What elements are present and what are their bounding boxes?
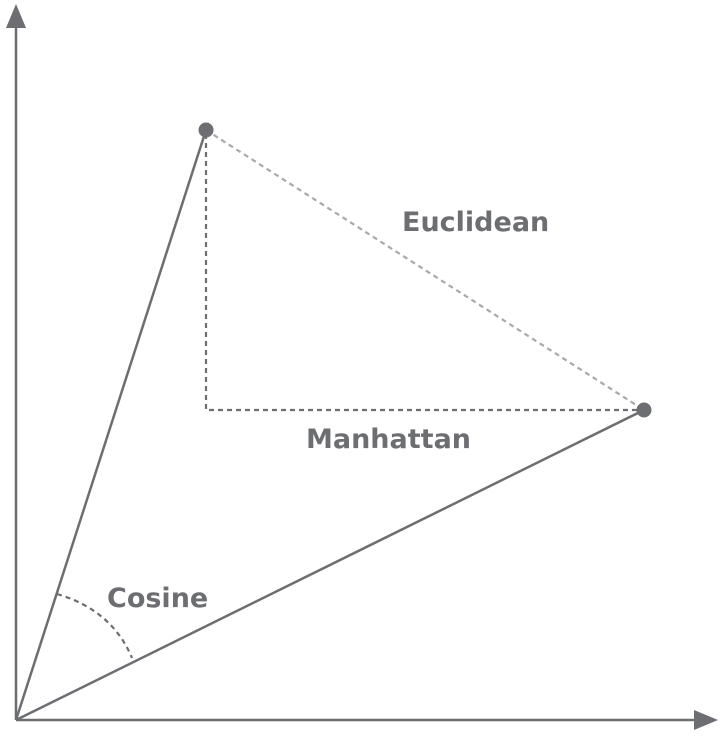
euclidean-path [205, 129, 645, 411]
point-a [198, 122, 214, 138]
manhattan-path [204, 134, 640, 412]
y-axis-arrow-icon [6, 4, 26, 28]
vector-b [15, 408, 645, 722]
cosine-label: Cosine [107, 583, 208, 614]
vector-a [14, 129, 208, 721]
cosine-angle-arc [56, 592, 134, 659]
manhattan-label: Manhattan [306, 424, 471, 455]
point-b [636, 402, 652, 418]
euclidean-label: Euclidean [402, 207, 549, 238]
x-axis-arrow-icon [694, 710, 718, 730]
